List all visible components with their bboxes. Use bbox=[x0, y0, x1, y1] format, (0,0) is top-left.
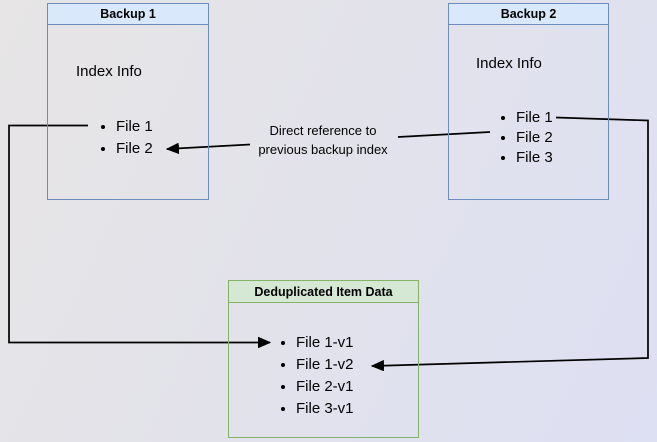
backup2-file-list: File 1 File 2 File 3 bbox=[498, 108, 553, 168]
dedup-box: Deduplicated Item Data File 1-v1 File 1-… bbox=[228, 280, 419, 438]
backup1-title: Backup 1 bbox=[48, 4, 208, 25]
backup1-file-list: File 1 File 2 bbox=[98, 116, 153, 160]
backup1-file-item: File 1 bbox=[116, 116, 153, 138]
backup2-file-item: File 2 bbox=[516, 128, 553, 148]
dedup-file-list: File 1-v1 File 1-v2 File 2-v1 File 3-v1 bbox=[278, 332, 354, 420]
direct-reference-edge-label: Direct reference to previous backup inde… bbox=[237, 121, 409, 159]
dedup-file-item: File 3-v1 bbox=[296, 398, 354, 420]
backup2-title: Backup 2 bbox=[449, 4, 608, 25]
backup2-file-item: File 3 bbox=[516, 148, 553, 168]
backup2-box: Backup 2 Index Info File 1 File 2 File 3 bbox=[448, 3, 609, 200]
backup2-index-info-label: Index Info bbox=[476, 55, 542, 72]
dedup-file-item: File 1-v2 bbox=[296, 354, 354, 376]
dedup-title: Deduplicated Item Data bbox=[229, 281, 418, 303]
backup2-file-item: File 1 bbox=[516, 108, 553, 128]
dedup-file-item: File 1-v1 bbox=[296, 332, 354, 354]
direct-reference-edge-label-line2: previous backup index bbox=[258, 142, 388, 157]
backup1-file-item: File 2 bbox=[116, 138, 153, 160]
backup1-box: Backup 1 Index Info File 1 File 2 bbox=[47, 3, 209, 200]
dedup-file-item: File 2-v1 bbox=[296, 376, 354, 398]
direct-reference-edge-label-line1: Direct reference to bbox=[269, 123, 377, 138]
backup1-index-info-label: Index Info bbox=[76, 63, 142, 80]
